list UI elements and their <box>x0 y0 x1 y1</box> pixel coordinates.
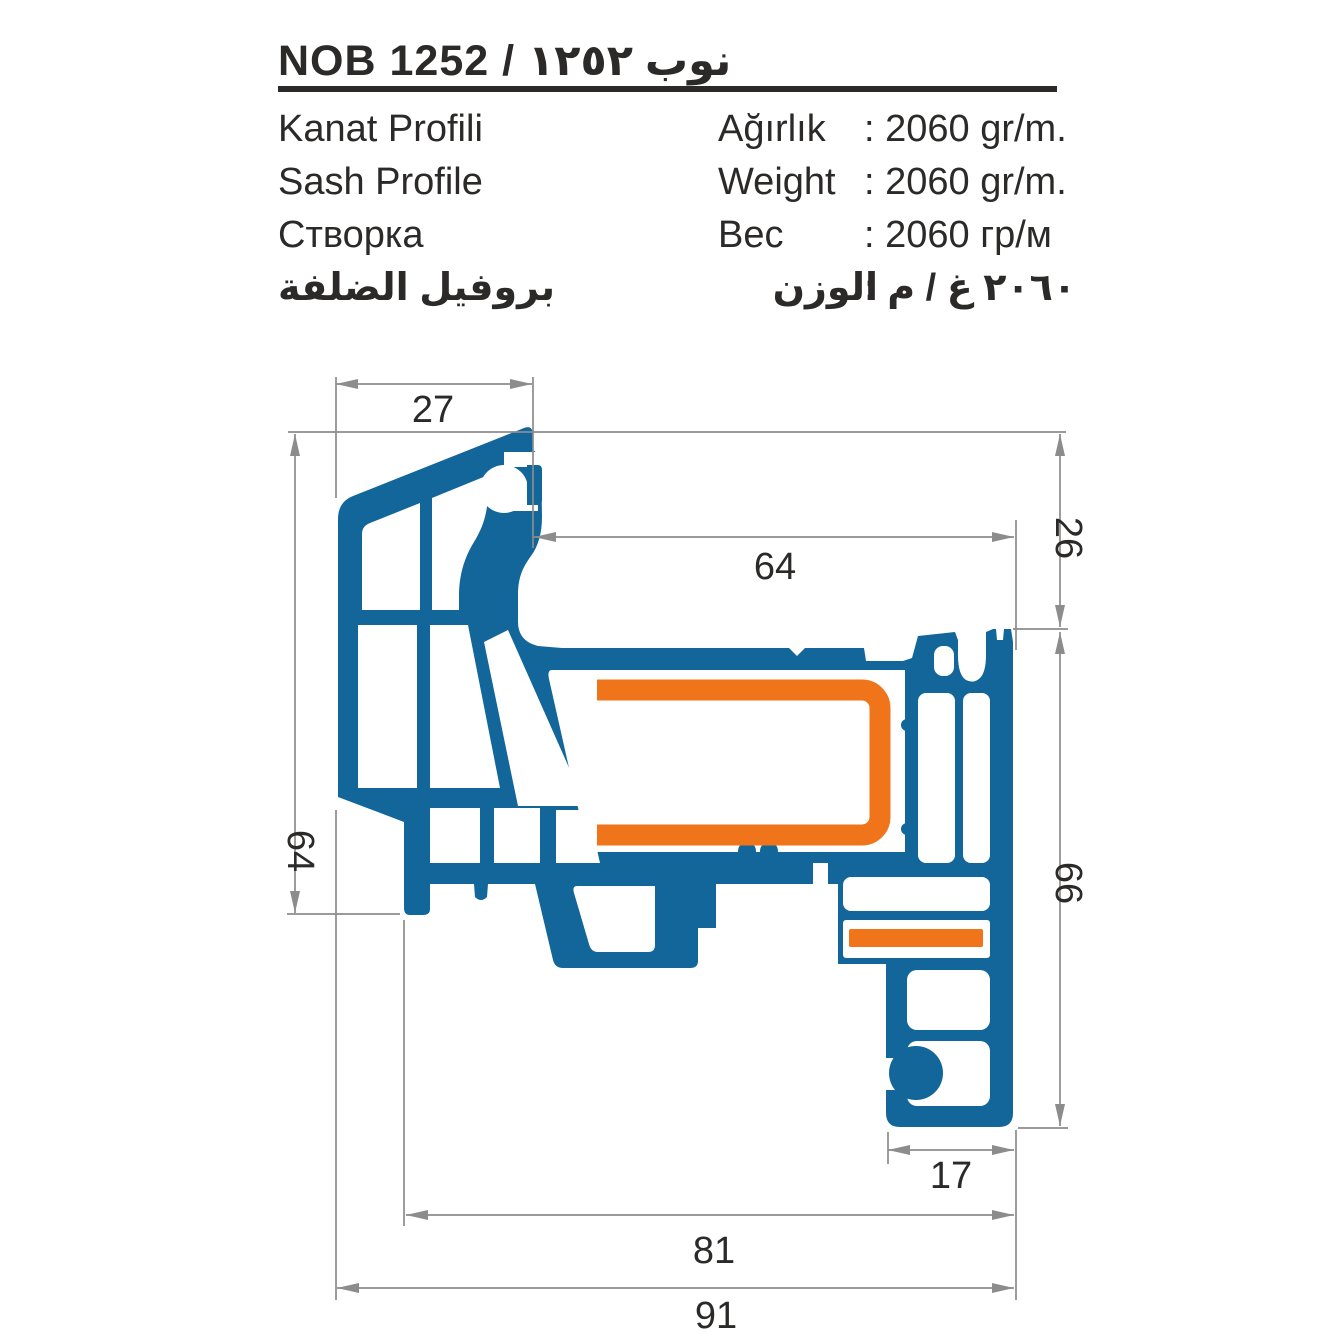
dim-top-width: 27 <box>412 389 454 431</box>
weight-term-ar: الوزن <box>772 267 878 309</box>
cavity-low-center <box>494 808 540 863</box>
profile-name-tr: Kanat Profili <box>278 108 483 150</box>
lower-trapezoid-chamber <box>573 886 655 952</box>
steel-reinforcement <box>597 679 891 846</box>
weight-value-tr: : 2060 gr/m. <box>864 108 1067 150</box>
weight-term-tr: Ağırlık <box>718 108 826 150</box>
spec-row-arabic: بروفيل الضلفة الوزن : ٢٠٦٠ غ / م <box>278 265 1078 318</box>
gasket-groove-jaw <box>527 465 542 505</box>
dim-right-lower-height: 66 <box>1047 862 1089 904</box>
spec-row-english: Sash Profile Weight : 2060 gr/m. <box>278 161 1078 214</box>
hardware-half-disc <box>889 1046 943 1100</box>
wall-bump-lower <box>901 823 913 835</box>
dim-left-height: 64 <box>279 830 321 872</box>
dimension-lines <box>294 383 1061 1289</box>
profile-cavities <box>358 452 990 1106</box>
cavity-upper-left <box>362 503 420 610</box>
spec-row-russian: Створка Вес : 2060 гр/м <box>278 214 1078 267</box>
cavity-low-left <box>430 808 480 863</box>
dim-total-width: 91 <box>695 1295 737 1333</box>
gasket-groove-slot-upper <box>504 452 552 467</box>
right-chamber-b <box>963 693 990 863</box>
profile-details <box>527 465 943 1100</box>
cavity-mid-left <box>358 625 417 788</box>
weight-value-ar: : ٢٠٦٠ غ / م <box>864 267 1077 309</box>
weight-term-en: Weight <box>718 161 836 203</box>
profile-name-ru: Створка <box>278 214 424 256</box>
right-chamber-a <box>918 693 955 863</box>
dim-foot-width: 17 <box>930 1155 972 1197</box>
profile-name-ar: بروفيل الضلفة <box>278 267 556 309</box>
foot-chamber-upper <box>907 970 990 1030</box>
hook-notch <box>934 646 954 676</box>
weight-value-ru: : 2060 гр/м <box>864 214 1052 256</box>
screw-boss-left <box>738 842 756 860</box>
gasket-strip <box>849 929 983 947</box>
dimension-labels: 27 64 26 66 64 17 81 91 <box>279 389 1089 1333</box>
extension-lines <box>287 377 1068 1300</box>
main-chamber <box>548 670 905 852</box>
cavity-mid-right <box>484 630 586 806</box>
screw-boss-right <box>760 842 778 860</box>
dim-right-upper-height: 26 <box>1047 517 1089 559</box>
dim-upper-width: 64 <box>754 546 796 588</box>
dim-lower-width: 81 <box>693 1230 735 1272</box>
profile-name-en: Sash Profile <box>278 161 483 203</box>
right-chamber-c <box>843 877 990 911</box>
title-underline <box>278 86 1057 92</box>
weight-value-en: : 2060 gr/m. <box>864 161 1067 203</box>
weight-term-ru: Вес <box>718 214 784 256</box>
cavity-upper-right <box>432 476 490 610</box>
wall-bump-upper <box>901 719 913 731</box>
cavity-mid-center <box>430 625 500 788</box>
spec-row-turkish: Kanat Profili Ağırlık : 2060 gr/m. <box>278 108 1078 161</box>
page-title: NOB 1252 / نوب ١٢٥٢ <box>278 37 732 85</box>
